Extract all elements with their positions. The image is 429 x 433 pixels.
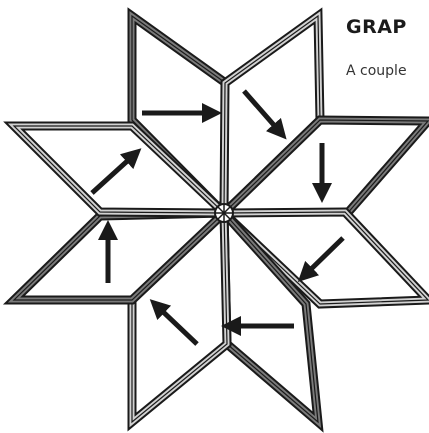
page-heading: GRAP [346,18,407,37]
intro-text: A couple [346,64,407,78]
